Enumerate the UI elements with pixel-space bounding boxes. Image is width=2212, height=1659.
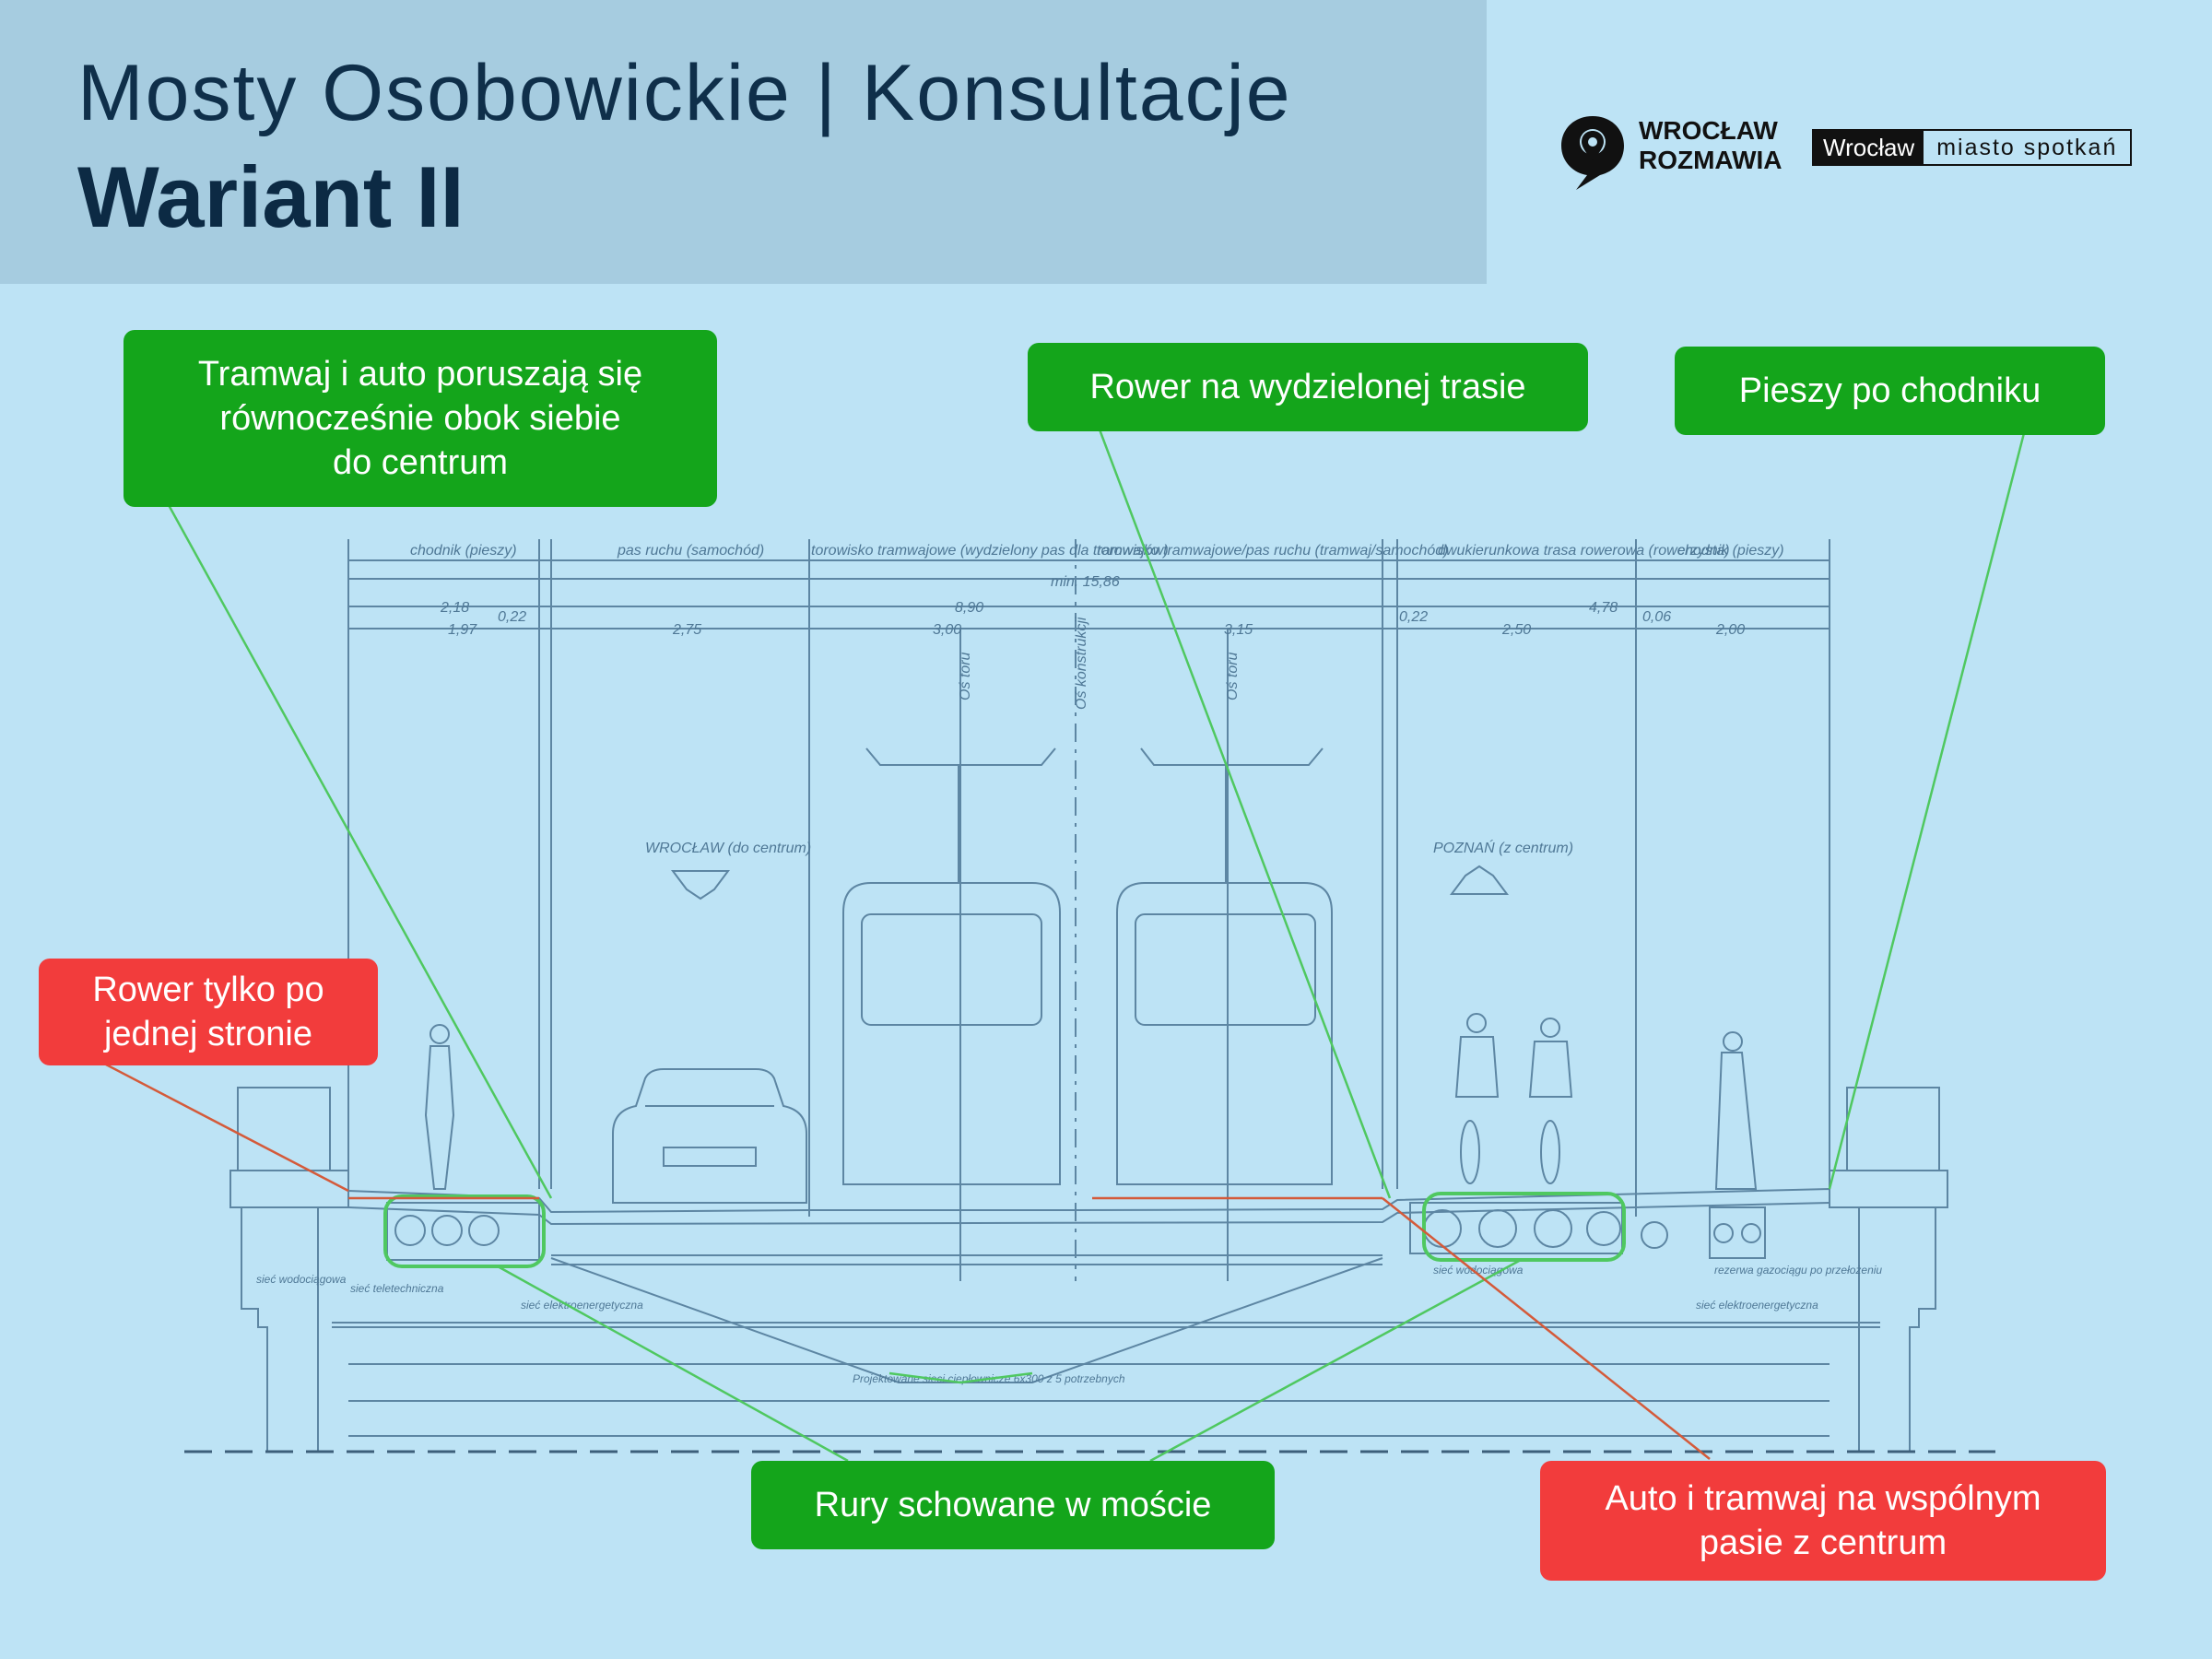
logo-line1: WROCŁAW xyxy=(1639,116,1778,145)
pipes-highlight-left xyxy=(383,1194,546,1268)
wroclaw-rozmawia-logo: WROCŁAW ROZMAWIA xyxy=(1556,111,1783,194)
page-title: Mosty Osobowickie | Konsultacje xyxy=(77,49,1292,137)
dim-top-1: 2,18 xyxy=(440,600,469,616)
utility-label-3: sieć elektroenergetyczna xyxy=(521,1299,643,1312)
callout-pipes: Rury schowane w moście xyxy=(751,1461,1275,1549)
callout-bike-path: Rower na wydzielonej trasie xyxy=(1028,343,1588,431)
utility-label-4: sieć wodociągowa xyxy=(1433,1264,1524,1277)
direction-label-left: WROCŁAW (do centrum) xyxy=(645,841,811,856)
dim-bottom-1: 1,97 xyxy=(448,622,477,638)
callout-bike-one-side: Rower tylko po jednej stronie xyxy=(39,959,378,1065)
section-car-lane: pas ruchu (samochód) xyxy=(617,543,764,559)
wroclaw-miasto-spotkan-logo: Wrocław miasto spotkań xyxy=(1812,129,2133,166)
dim-bottom-6: 2,50 xyxy=(1501,622,1531,638)
wroclaw-rozmawia-text: WROCŁAW ROZMAWIA xyxy=(1639,116,1783,175)
dim-top-5: 0,06 xyxy=(1642,609,1671,625)
utility-label-1: sieć wodociągowa xyxy=(256,1273,347,1286)
dim-bottom-2: 0,22 xyxy=(498,609,526,625)
logo-miasto-spotkan: miasto spotkań xyxy=(1936,135,2118,160)
dim-top-4: 4,78 xyxy=(1589,600,1618,616)
pipes-highlight-right xyxy=(1422,1192,1626,1262)
axis-label-track-left: Oś toru xyxy=(958,652,973,700)
dim-top-2: 8,90 xyxy=(955,600,983,616)
callout-car-tram-shared: Auto i tramwaj na wspólnym pasie z centr… xyxy=(1540,1461,2106,1581)
callout-pedestrian: Pieszy po chodniku xyxy=(1675,347,2105,435)
dim-bottom-4: 3,00 xyxy=(933,622,961,638)
direction-label-right: POZNAŃ (z centrum) xyxy=(1433,839,1573,856)
axis-label-structure: Oś konstrukcji xyxy=(1074,617,1089,710)
callout-tram-car: Tramwaj i auto poruszają się równocześni… xyxy=(124,330,717,507)
axis-label-track-right: Oś toru xyxy=(1225,652,1241,700)
section-tram-track: torowisko tramwajowe (wydzielony pas dla… xyxy=(811,543,1169,559)
logo-line2: ROZMAWIA xyxy=(1639,146,1783,174)
header-band xyxy=(0,0,1487,284)
logo-miasto-wroclaw: Wrocław xyxy=(1814,131,1924,164)
dim-top-3: 0,22 xyxy=(1399,609,1428,625)
dim-total-width: min. 15,86 xyxy=(1051,574,1120,590)
dim-bottom-7: 2,00 xyxy=(1715,622,1745,638)
speech-pin-icon xyxy=(1561,116,1624,190)
section-sidewalk-right: chodnik (pieszy) xyxy=(1677,543,1784,559)
page-subtitle: Wariant II xyxy=(77,148,465,245)
dim-bottom-3: 2,75 xyxy=(672,622,701,638)
utility-label-2: sieć teletechniczna xyxy=(350,1282,444,1295)
dim-bottom-5: 3,15 xyxy=(1224,622,1253,638)
section-sidewalk-left: chodnik (pieszy) xyxy=(410,543,517,559)
section-bike-path: dwukierunkowa trasa rowerowa (rowerzysta… xyxy=(1438,543,1730,559)
utility-label-5: rezerwa gazociągu po przełożeniu xyxy=(1714,1264,1882,1277)
utility-label-6: sieć elektroenergetyczna xyxy=(1696,1299,1818,1312)
section-shared-track: torowisko tramwajowe/pas ruchu (tramwaj/… xyxy=(1097,543,1448,559)
